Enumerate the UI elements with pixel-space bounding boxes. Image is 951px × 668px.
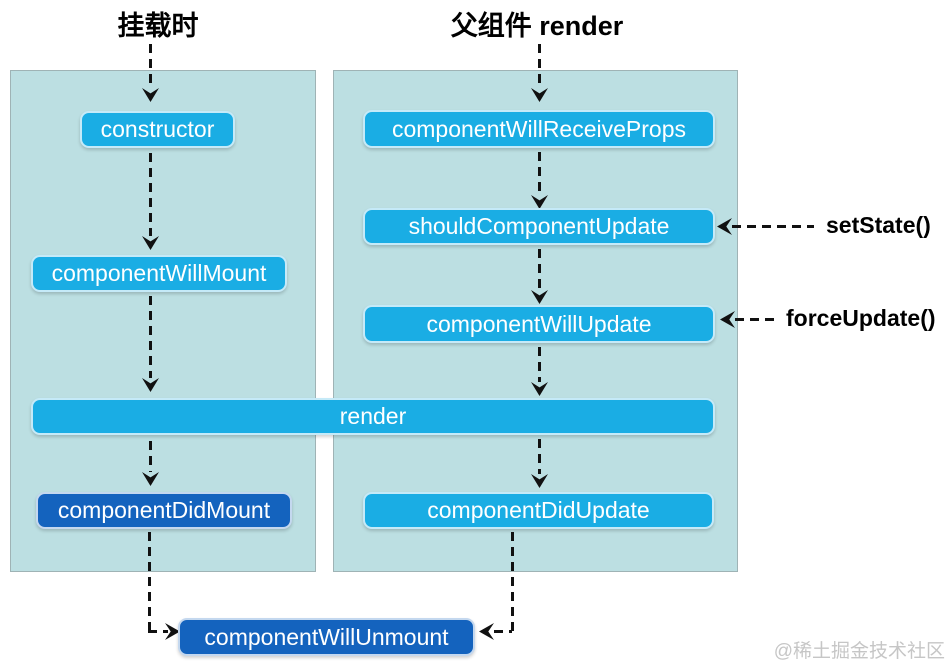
arrow-forceupdate-to-willupdate	[735, 318, 777, 321]
node-should-component-update: shouldComponentUpdate	[363, 208, 715, 245]
forceupdate-label: forceUpdate()	[786, 305, 936, 331]
node-constructor: constructor	[80, 111, 235, 148]
arrow-didmount-to-unmount-horizontal	[148, 630, 168, 633]
arrow-title-to-willreceiveprops	[538, 44, 541, 88]
arrow-title-to-constructor	[149, 44, 152, 88]
arrow-didupdate-to-unmount-vertical	[511, 532, 514, 632]
arrow-constructor-to-willmount	[149, 153, 152, 236]
setstate-label: setState()	[826, 212, 931, 238]
parent-render-title: 父组件 render	[450, 11, 624, 41]
arrow-didmount-to-unmount-vertical	[148, 532, 151, 632]
arrow-render-to-didupdate	[538, 439, 541, 474]
node-component-will-update: componentWillUpdate	[363, 305, 715, 343]
node-component-will-unmount: componentWillUnmount	[178, 618, 475, 656]
arrow-didupdate-to-unmount-horizontal	[494, 630, 512, 633]
watermark: @稀土掘金技术社区	[773, 641, 945, 662]
node-render: render	[31, 398, 715, 435]
mount-phase-title: 挂载时	[117, 11, 199, 41]
arrow-render-to-didmount	[149, 441, 152, 472]
arrow-shouldupdate-to-willupdate	[538, 249, 541, 290]
node-component-did-update: componentDidUpdate	[363, 492, 714, 529]
arrow-willupdate-to-render	[538, 347, 541, 382]
arrowhead-left-icon	[479, 623, 494, 640]
node-component-did-mount: componentDidMount	[36, 492, 292, 529]
arrow-willreceiveprops-to-shouldupdate	[538, 152, 541, 195]
node-component-will-mount: componentWillMount	[31, 255, 287, 292]
mount-phase-panel	[10, 70, 316, 572]
arrow-willmount-to-render	[149, 296, 152, 378]
arrow-setstate-to-shouldupdate	[732, 225, 814, 228]
node-component-will-receive-props: componentWillReceiveProps	[363, 110, 715, 148]
